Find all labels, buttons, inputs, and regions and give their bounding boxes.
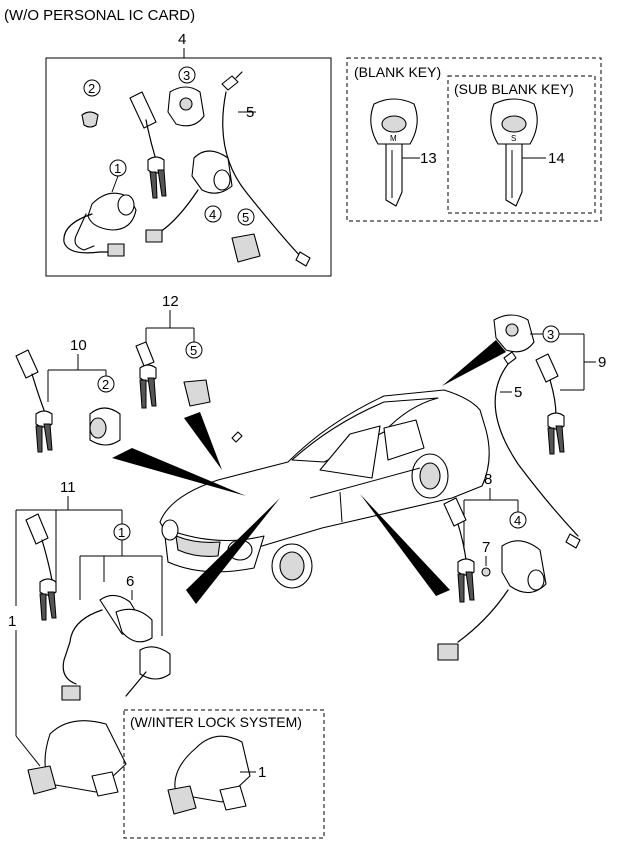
part-door-lock-top: 3 xyxy=(167,66,205,127)
section-inter-lock: (W/INTER LOCK SYSTEM) xyxy=(130,714,302,730)
callout-7: 7 xyxy=(482,539,490,556)
part-lock-cylinder-top: 1 xyxy=(63,159,137,257)
callout-5-cable: 5 xyxy=(514,384,522,401)
callout-11: 11 xyxy=(60,479,76,496)
blank-key-box: (BLANK KEY) (SUB BLANK KEY) xyxy=(346,57,602,222)
circle-5-top: 5 xyxy=(242,210,249,225)
part-cable-top: 5 xyxy=(221,71,311,267)
pointer-wedge-9 xyxy=(442,340,506,386)
inter-lock-box: (W/INTER LOCK SYSTEM) 1 xyxy=(123,709,325,839)
pointer-wedge-10 xyxy=(112,448,246,496)
group-9: 3 9 5 xyxy=(493,314,606,549)
callout-13: 13 xyxy=(420,150,437,167)
callout-4-top: 4 xyxy=(178,31,186,48)
car-illustration xyxy=(159,389,490,589)
circle-1-top: 1 xyxy=(114,161,121,176)
sub-blank-key-14: S 14 xyxy=(490,98,565,207)
part-cap-top: 2 xyxy=(81,79,101,128)
callout-12: 12 xyxy=(162,293,179,310)
section-sub-blank-key: (SUB BLANK KEY) xyxy=(454,81,574,97)
group-8: 8 4 7 xyxy=(437,471,547,661)
pointer-wedge-11 xyxy=(186,498,280,604)
circle-4-top: 4 xyxy=(209,207,216,222)
callout-10: 10 xyxy=(70,337,87,354)
circle-3-top: 3 xyxy=(183,68,190,83)
section-blank-key: (BLANK KEY) xyxy=(354,64,441,80)
pointer-wedge-12 xyxy=(184,412,222,470)
circle-1-g11: 1 xyxy=(118,525,125,540)
group-12: 12 5 xyxy=(135,293,211,409)
badge-s: S xyxy=(511,134,516,143)
callout-1-inter: 1 xyxy=(258,764,266,781)
part-switch-top: 5 xyxy=(231,208,261,263)
part-door-cylinder-top: 4 xyxy=(145,150,233,243)
pointer-wedge-8 xyxy=(360,494,450,596)
callout-1-left: 1 xyxy=(8,613,16,630)
callout-8: 8 xyxy=(484,471,492,488)
callout-9: 9 xyxy=(598,354,606,371)
top-kit-box: 4 xyxy=(45,31,332,277)
circle-3-g9: 3 xyxy=(547,327,554,342)
group-11: 11 1 1 6 xyxy=(8,479,171,797)
part-key-set-top xyxy=(129,91,167,199)
diagram-title: (W/O PERSONAL IC CARD) xyxy=(4,7,195,24)
badge-m: M xyxy=(390,134,397,143)
callout-14: 14 xyxy=(548,150,565,167)
circle-5-g12: 5 xyxy=(190,343,197,358)
circle-2-top: 2 xyxy=(88,81,95,96)
callout-6: 6 xyxy=(126,573,134,590)
group-10: 10 2 xyxy=(15,337,121,453)
circle-2-g10: 2 xyxy=(102,377,109,392)
circle-4-g8: 4 xyxy=(514,513,521,528)
callout-5-top: 5 xyxy=(246,104,254,121)
blank-key-13: M 13 xyxy=(370,98,437,207)
